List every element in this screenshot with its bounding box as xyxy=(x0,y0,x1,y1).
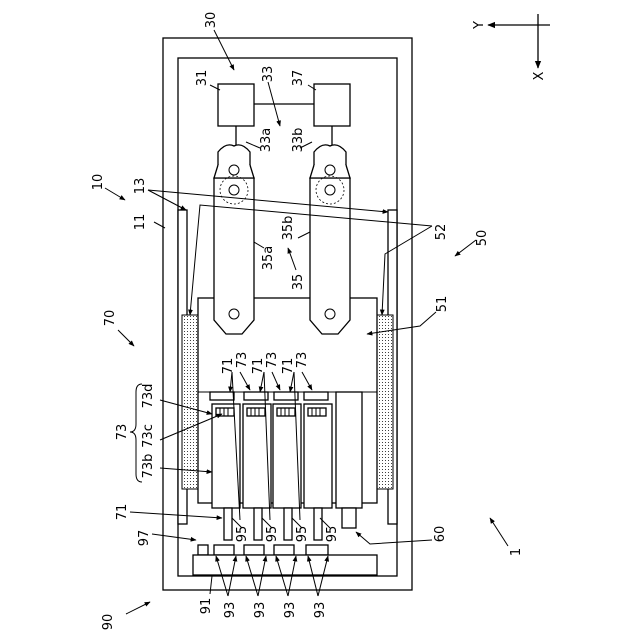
ref-31: 31 xyxy=(195,70,210,87)
ref-13: 13 xyxy=(133,178,148,195)
ref-35b: 35b xyxy=(281,216,296,241)
ref-30: 30 xyxy=(204,12,219,29)
ref-97: 97 xyxy=(137,530,152,547)
ref-33: 33 xyxy=(261,66,276,83)
heatsink-left xyxy=(182,315,198,489)
ref-71-d: 71 xyxy=(115,504,130,521)
arm-35b xyxy=(310,145,350,334)
ref-90: 90 xyxy=(101,614,116,631)
ref-71-a: 71 xyxy=(221,358,236,375)
ref-35: 35 xyxy=(291,274,306,291)
ref-71-c: 71 xyxy=(281,358,296,375)
ref-95-a: 95 xyxy=(235,526,250,543)
axis-x-label: X xyxy=(532,71,547,80)
ref-71-b: 71 xyxy=(251,358,266,375)
ref-52: 52 xyxy=(434,224,449,241)
lid-row-95 xyxy=(198,545,328,555)
ref-95-c: 95 xyxy=(295,526,310,543)
ref-73-c: 73 xyxy=(295,352,310,369)
ref-95-d: 95 xyxy=(325,526,340,543)
ref-73-b: 73 xyxy=(265,352,280,369)
ref-35a: 35a xyxy=(261,246,276,271)
ref-93-a: 93 xyxy=(223,602,238,619)
ref-73-group: 73 xyxy=(115,424,130,441)
ref-11: 11 xyxy=(133,214,148,231)
syringe-5-empty xyxy=(336,392,362,528)
ref-50: 50 xyxy=(475,230,490,247)
ref-93-b: 93 xyxy=(253,602,268,619)
ref-95-b: 95 xyxy=(265,526,280,543)
ref-91: 91 xyxy=(199,598,214,615)
ref-73c: 73c xyxy=(141,424,156,448)
ref-60: 60 xyxy=(433,526,448,543)
ref-73b: 73b xyxy=(141,454,156,479)
axis-y-label: Y xyxy=(472,21,487,30)
ref-73d: 73d xyxy=(141,384,156,409)
ref-10: 10 xyxy=(91,174,106,191)
ref-37: 37 xyxy=(291,70,306,87)
motor-31 xyxy=(218,84,254,126)
coordinate-axes: Y X xyxy=(472,14,550,80)
ref-70: 70 xyxy=(103,310,118,327)
ref-1: 1 xyxy=(509,548,524,556)
ref-33a: 33a xyxy=(259,128,274,153)
ref-73-a: 73 xyxy=(235,352,250,369)
ref-33b: 33b xyxy=(291,128,306,153)
arm-35a xyxy=(214,145,254,334)
motor-37 xyxy=(314,84,350,126)
ref-51: 51 xyxy=(435,296,450,313)
ref-93-d: 93 xyxy=(313,602,328,619)
heatsink-right xyxy=(377,315,393,489)
ref-93-c: 93 xyxy=(283,602,298,619)
